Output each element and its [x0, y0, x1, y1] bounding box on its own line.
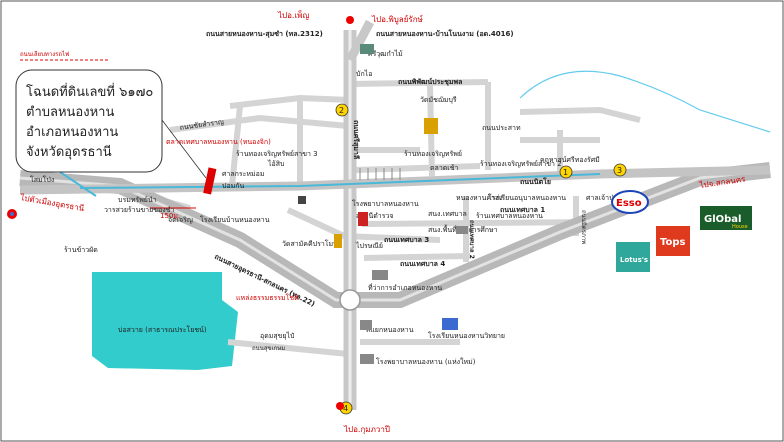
place-p9: ศาลกระหม่อม [222, 170, 264, 178]
road-label-mittraphap: ถนนมิตรภาพ [580, 210, 587, 244]
place-p13: คฤหาสน์ศรีทองรัศมี [540, 156, 600, 164]
place-p38: โสมโป่ง [30, 175, 54, 184]
place-p30: โรงพยาบาลหนองหาน (แห่งใหม่) [376, 357, 476, 366]
road-label-2312: ถนนสายหนองหาน-สุมซำ (ทล.2312) [206, 30, 323, 38]
place-p8: ตลาดเทศบาลหนองหาน (หนองจิก) [166, 138, 271, 146]
global-house-logo: GlObal House [700, 206, 752, 230]
place-p12: ร้านข้าวผัด [64, 246, 98, 254]
esso-logo: Esso [611, 190, 649, 214]
dir-south: ไปอ.กุมภวาปี [343, 425, 390, 434]
global-text: GlObal [704, 214, 741, 225]
route-number-2: 2 [339, 106, 344, 115]
canal-west [59, 171, 97, 197]
plot-marker [203, 167, 217, 195]
place-p18: สนง.เทศบาล [428, 210, 467, 218]
place-p33: วารสวยร้านขายของชำ [104, 206, 174, 214]
fuel-drop-icon [7, 16, 354, 410]
place-p10: ปอมกัน [222, 182, 245, 190]
place-p31: โรงเรียนบ้านหนองหาน [200, 215, 270, 224]
route-number-1: 1 [563, 168, 568, 177]
road-label-phiphat: ถนนพิพัฒน์ประชุมพล [398, 77, 462, 86]
place-p7: ตลาดเช้า [430, 164, 458, 172]
info-line3: อำเภอหนองหาน [26, 125, 118, 140]
distance-label: 150ม. [160, 212, 180, 220]
route-badge-3: 3 [613, 163, 627, 177]
place-p34: บรมทรัพย์นำ [118, 196, 157, 204]
place-p32: จิตเจริญ [168, 216, 193, 224]
railway-ties [359, 168, 401, 180]
road-label-nittayo: ถนนนิตโย [520, 177, 551, 186]
place-p2: บักไอ [356, 69, 372, 78]
place-p11: ไอ้สิบ [267, 159, 284, 168]
place-p26: แหล่งธรรมธรรมโชติ [236, 293, 299, 302]
info-line1: โฉนดที่ดินเลขที่ ๖๑๗๐ [26, 83, 153, 100]
info-box [15, 69, 163, 173]
place-p22: วัดสามัคคีปราโมทย์ [282, 239, 342, 248]
place-p20: โรงเรียนอนุบาลหนองหาน [488, 193, 566, 202]
place-labels: ศรีวุฒกำไม้ บักไอ วัดมัชฌิมบุรี ร้านทองเ… [30, 49, 629, 366]
place-p40: ร้านเทศบาลหนองหาน [476, 212, 543, 220]
esso-text: Esso [616, 198, 642, 209]
road-label-prasat: ถนนประสาท [482, 124, 521, 132]
lotus-logo: Lotus's [616, 242, 650, 272]
place-p17: สถานีตำรวจ [356, 212, 394, 220]
route-number-4: 4 [343, 404, 348, 413]
info-line4: จังหวัดอุดรธานี [26, 144, 112, 160]
place-p1: ศรีวุฒกำไม้ [368, 49, 403, 58]
global-sub-text: House [732, 224, 748, 230]
label-boundary: ถนนเลียบทางรถไฟ [20, 50, 69, 58]
tops-text: Tops [660, 237, 686, 248]
road-branch-north [346, 19, 374, 63]
place-p24: ที่ว่าการอำเภอหนองหาน [368, 283, 442, 292]
place-p6: ร้านทองเจริญทรัพย์สาขา 2 [480, 160, 562, 168]
road-label-sukkasem: ถนนสุขเกษม [252, 345, 285, 352]
road-label-srisumalee: ถนนศรีสุมาลี [352, 120, 360, 159]
place-p23: ไปรษณีย์ [355, 241, 383, 250]
building-icons [298, 44, 468, 364]
route-number-3: 3 [617, 166, 622, 175]
place-p3: วัดมัชฌิมบุรี [420, 96, 457, 104]
canal-line [79, 173, 601, 189]
place-p27: อุดมสุขยุไป๋ [260, 331, 295, 340]
road-label-4016: ถนนสายหนองหาน-บ้านโนนงาม (อด.4016) [376, 29, 514, 38]
road-label-thesaban3: ถนนเทศบาล 3 [384, 236, 429, 244]
place-p19: หนองหานค้าส่ง [456, 194, 503, 202]
place-p25: บ่อสวาย (สาธารณประโยชน์) [118, 325, 207, 334]
route-badge-2: 2 [335, 103, 349, 117]
place-p5: ร้านทองเจริญทรัพย์ [404, 150, 462, 158]
route-badge-1: 1 [559, 165, 573, 179]
stream [519, 70, 771, 133]
dir-north-right: ไปอ.พิบูลย์รักษ์ [371, 14, 423, 25]
road-label-thesaban1: ถนนเทศบาล 1 [500, 206, 545, 214]
highway-22-center [19, 168, 771, 302]
place-p29: โรงเรียนหนองหานวิทยาย [428, 331, 505, 340]
info-pointer [161, 119, 207, 179]
lotus-text: Lotus's [620, 256, 648, 264]
info-line2: ตำบลหนองหาน [26, 105, 114, 120]
tops-logo: Tops [656, 226, 690, 256]
place-p16: โรงพยาบาลหนองหาน [352, 199, 419, 208]
dir-north-top: ไปอ.เพ็ญ [277, 10, 309, 20]
roundabout [339, 289, 361, 311]
lake-bo-sawai [92, 272, 238, 370]
road-label-thesaban4: ถนนเทศบาล 4 [400, 260, 445, 268]
place-p28: สี่แยกหนองหาน [366, 325, 414, 334]
place-p4: ร้านทองเจริญทรัพย์สาขา 3 [236, 150, 318, 158]
place-p14: ศาลเจ้าปู่เจ้าที่ [586, 193, 629, 202]
road-label-thesaban2: ถนนเทศบาล 2 [468, 220, 475, 259]
